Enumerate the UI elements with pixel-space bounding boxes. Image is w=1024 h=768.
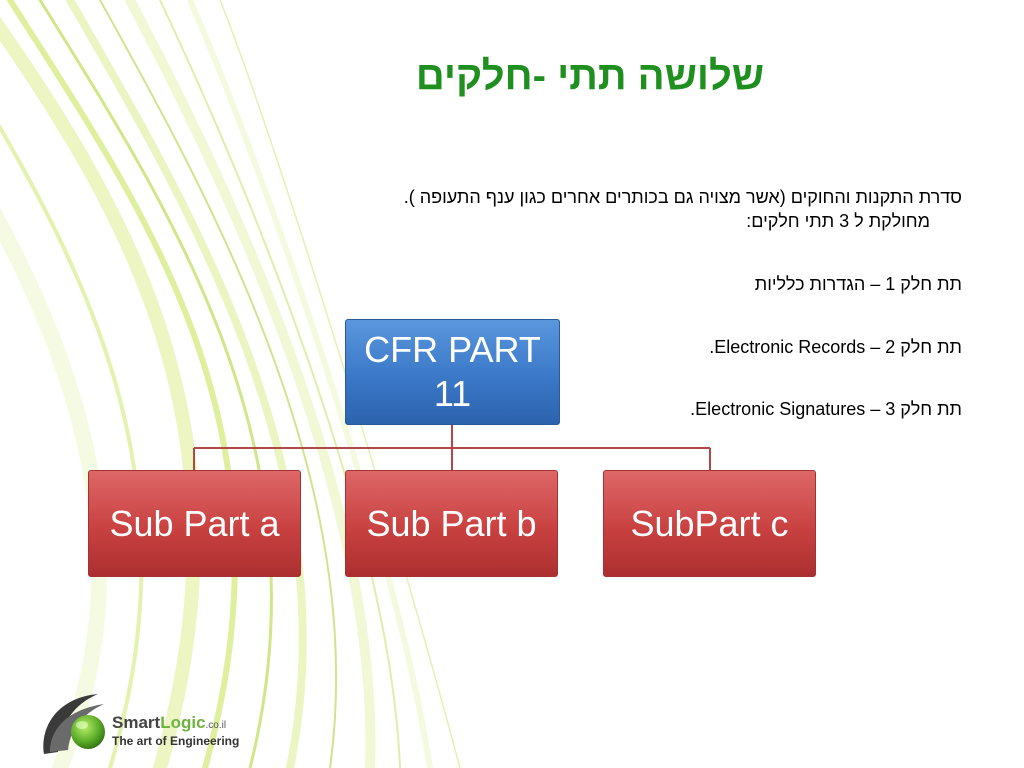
subpart-c-box: SubPart c: [603, 470, 816, 577]
cfr-part-11-box: CFR PART 11: [345, 319, 560, 425]
logo-domain: .co.il: [205, 720, 227, 731]
logo-brand-smart: Smart: [112, 713, 161, 732]
intro-line-1: סדרת התקנות והחוקים (אשר מצויה גם בכותרי…: [403, 187, 962, 207]
logo-brand-logic: Logic: [160, 713, 206, 732]
bullet-subpart-1: תת חלק 1 – הגדרות כלליות: [754, 274, 962, 294]
bullet-subpart-2: תת חלק 2 – Electronic Records.: [709, 337, 962, 357]
logo-brand-name: SmartLogic.co.il: [112, 713, 226, 733]
intro-line-2: מחולקת ל 3 תתי חלקים:: [746, 211, 930, 231]
slide-title: שלושה תתי -חלקים: [415, 54, 765, 98]
logo-tagline: The art of Engineering: [112, 734, 240, 748]
smartlogic-logo-icon: [43, 694, 105, 754]
intro-paragraph: סדרת התקנות והחוקים (אשר מצויה גם בכותרי…: [404, 185, 962, 233]
sub-part-b-box: Sub Part b: [345, 470, 558, 577]
bullet-subpart-3: תת חלק 3 – Electronic Signatures.: [690, 399, 962, 419]
sub-part-a-box: Sub Part a: [88, 470, 301, 577]
